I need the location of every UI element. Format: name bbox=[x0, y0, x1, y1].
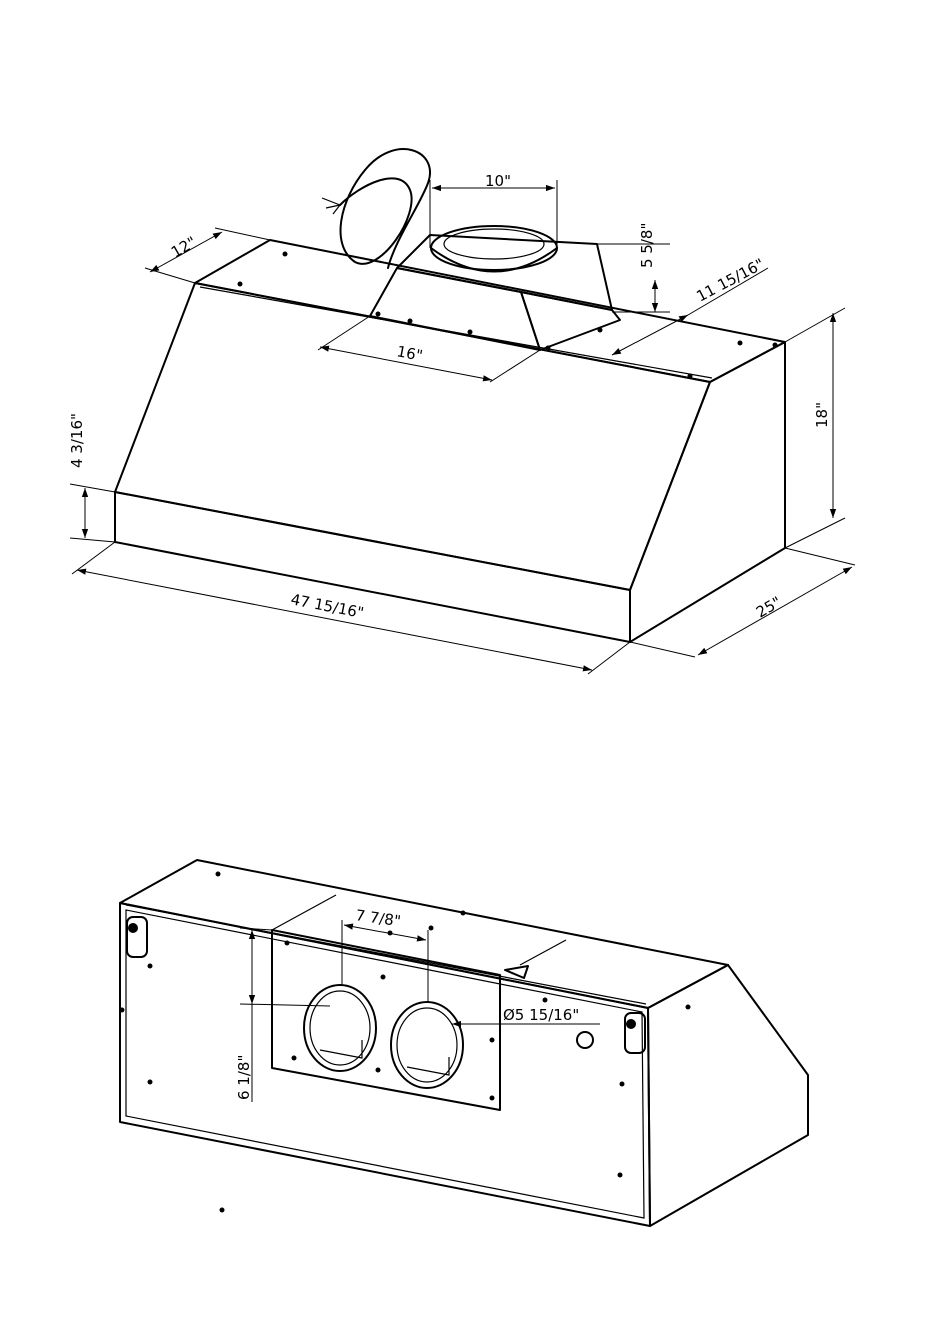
duct-collar bbox=[431, 226, 557, 270]
hood-rear-view: 7 7/8" Ø5 15/16" 6 1/8" bbox=[120, 860, 809, 1226]
dim-body-height: 18" bbox=[813, 402, 831, 428]
hood-front-face bbox=[115, 283, 710, 590]
dim-front-height: 4 3/16" bbox=[68, 413, 86, 468]
mount-bracket-left bbox=[127, 917, 147, 957]
rear-screw-dots bbox=[120, 872, 691, 1213]
exhaust-port-left bbox=[304, 985, 376, 1071]
exhaust-port-right bbox=[391, 1002, 463, 1088]
hood-front-band bbox=[115, 492, 630, 642]
dim-port-height: 6 1/8" bbox=[235, 1055, 253, 1100]
dim-depth: 25" bbox=[753, 593, 785, 622]
knockout-hole bbox=[577, 1032, 593, 1048]
dim-top-depth: 12" bbox=[168, 233, 200, 262]
dim-duct-height: 5 5/8" bbox=[638, 223, 656, 268]
dim-duct-width: 10" bbox=[485, 172, 511, 190]
dim-width: 47 15/16" bbox=[289, 590, 365, 622]
hood-right-side bbox=[630, 342, 785, 642]
rear-right-side bbox=[648, 965, 808, 1226]
duct-transition-front bbox=[370, 268, 540, 350]
rear-top-plate bbox=[120, 860, 728, 1008]
duct-transition-side bbox=[521, 292, 620, 350]
duct-mounting-plate bbox=[272, 930, 500, 1110]
dim-duct-offset: 16" bbox=[395, 342, 424, 365]
dim-port-spacing: 7 7/8" bbox=[354, 906, 401, 930]
hood-front-view: 10" 5 5/8" 12" 16" 11 15/16" 18" 4 3/16" bbox=[68, 149, 855, 674]
hood-top-plate bbox=[195, 240, 785, 382]
dim-rear-offset: 11 15/16" bbox=[693, 255, 767, 306]
dim-port-diameter: Ø5 15/16" bbox=[503, 1006, 579, 1024]
damper-latch bbox=[505, 966, 528, 978]
